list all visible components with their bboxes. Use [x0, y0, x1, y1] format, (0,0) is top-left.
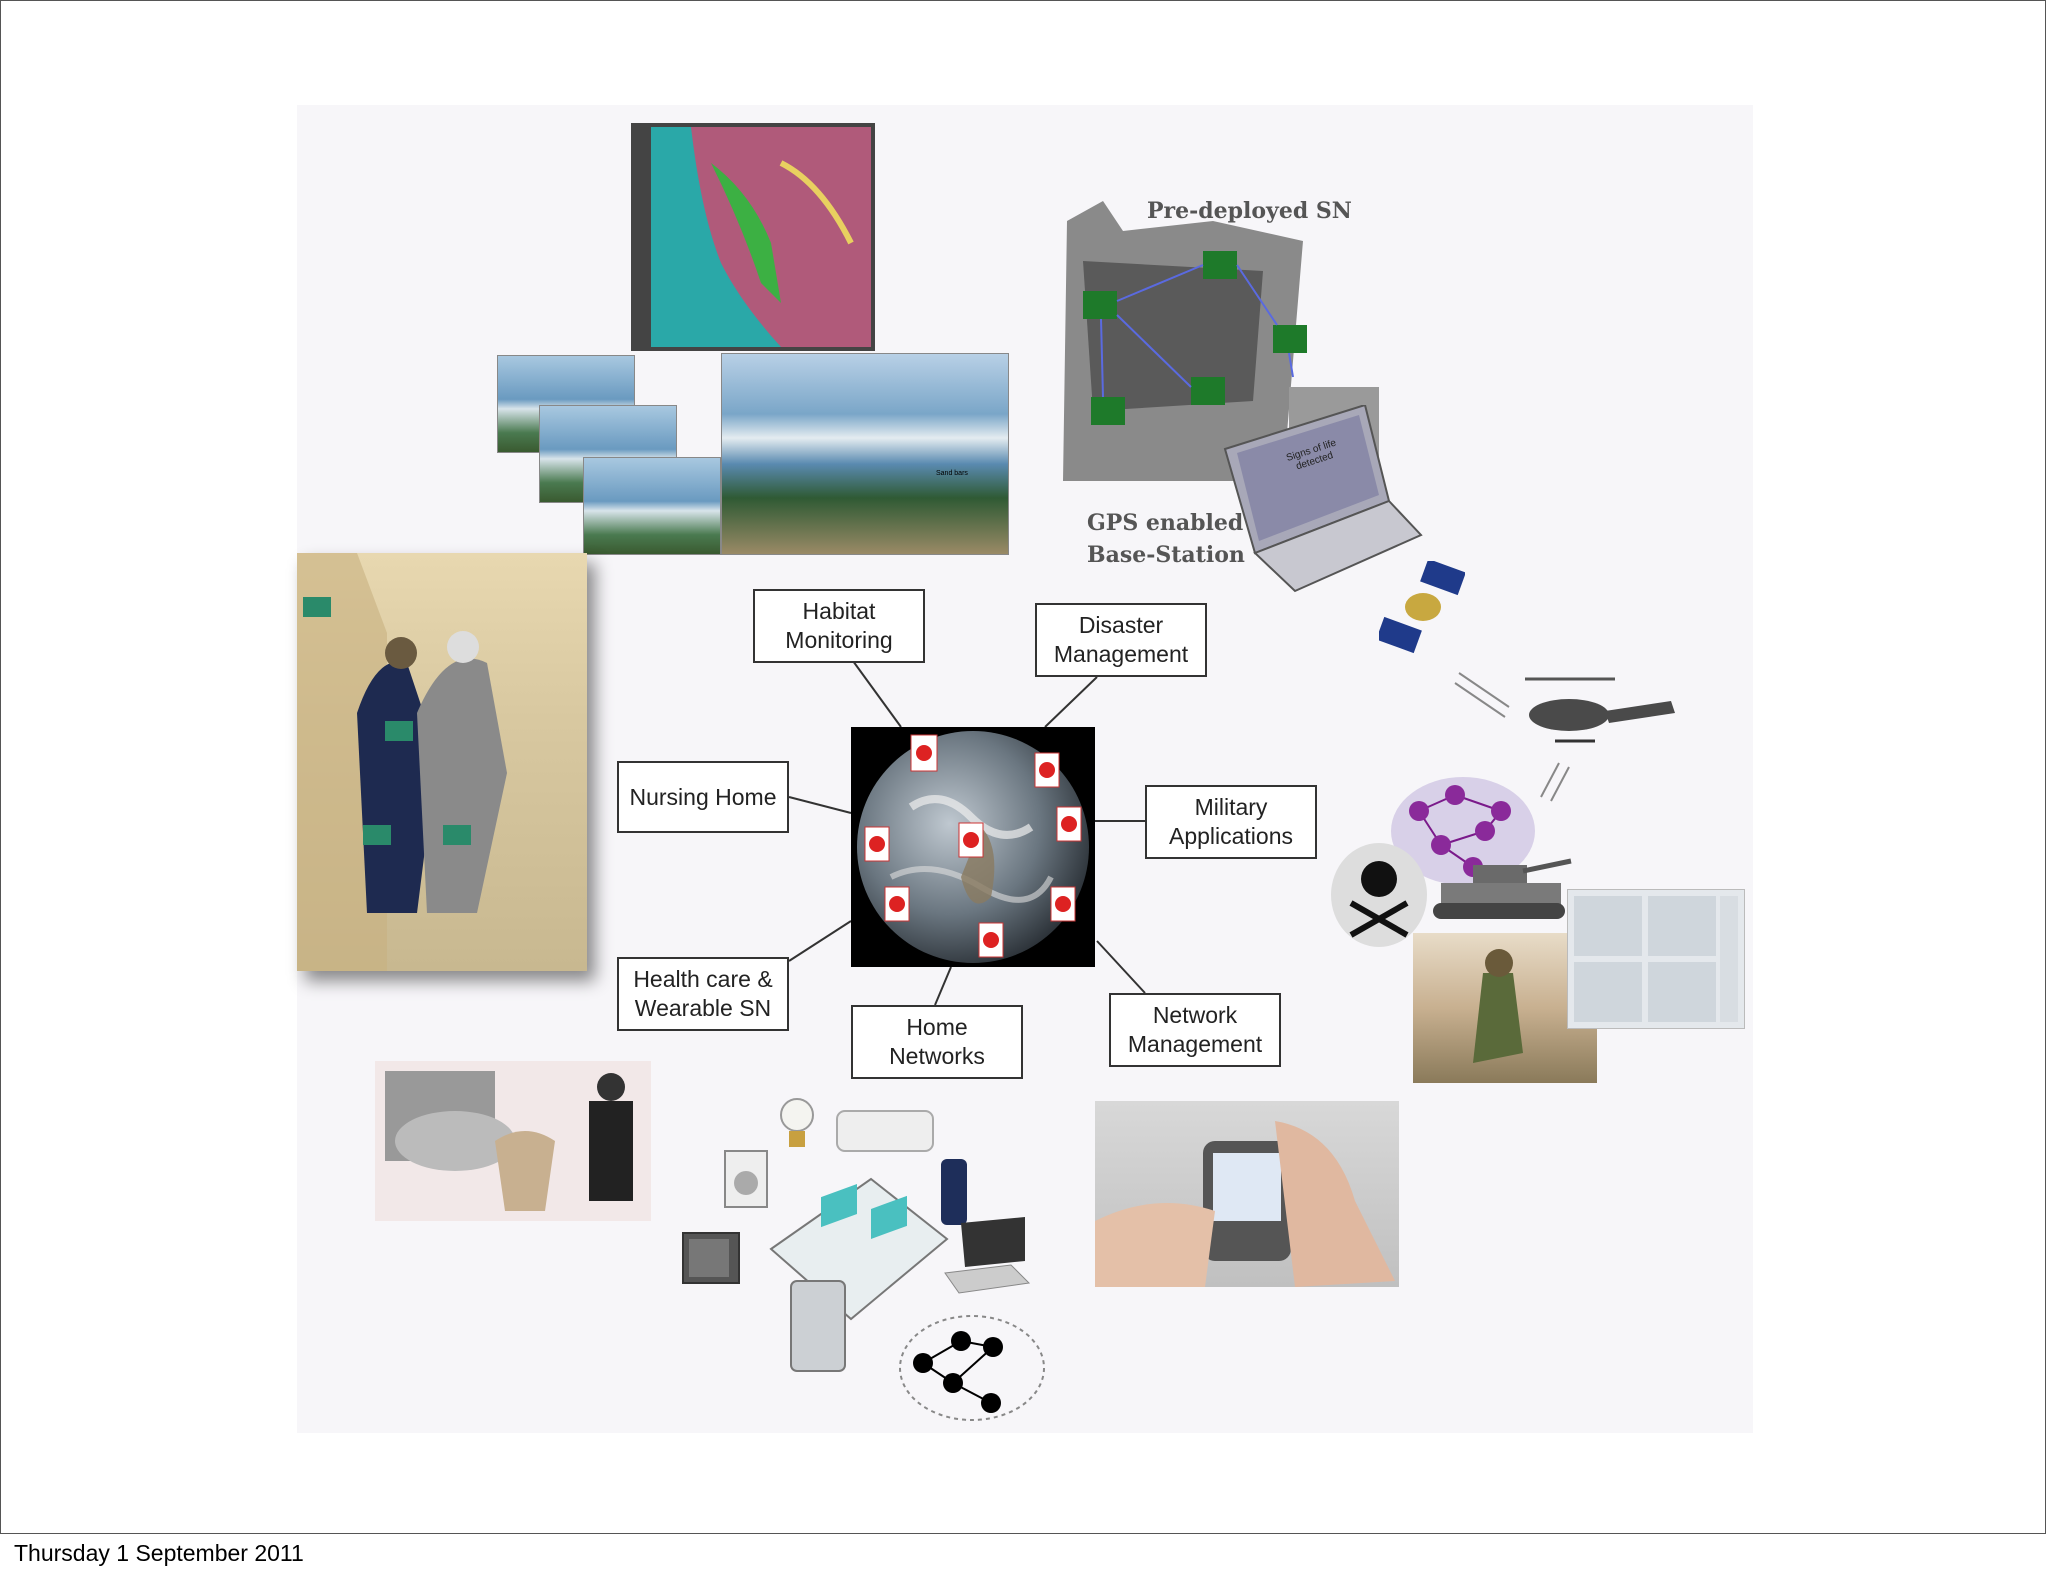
helicopter-icon: [1525, 677, 1675, 743]
nursing-home-photo: [297, 553, 587, 971]
earth-globe-icon: [851, 727, 1095, 967]
tv-icon: [682, 1232, 740, 1284]
nursing-home-box: Nursing Home: [617, 761, 789, 833]
laptop-icon: [944, 1217, 1031, 1294]
monitoring-screens-image: [1567, 889, 1745, 1029]
health-care-photo: [375, 1061, 651, 1221]
network-management-box: Network Management: [1109, 993, 1281, 1067]
connector-lines: [788, 660, 1146, 1006]
skull-crossbones-icon: [1331, 843, 1427, 947]
refrigerator-icon: [790, 1280, 846, 1372]
collapsed-building-image: [1063, 201, 1381, 483]
pre-deployed-sn-label: Pre-deployed SN: [1147, 198, 1352, 224]
sensor-network-cloud-icon: [1391, 777, 1535, 885]
tank-icon: [1433, 858, 1572, 919]
washing-machine-icon: [724, 1150, 768, 1208]
comm-arrows: [1454, 672, 1570, 802]
pda-handheld-photo: [1095, 1101, 1399, 1287]
laptop-base-station-image: Signs of life detected: [1215, 405, 1425, 595]
slide-frame: Habitat Monitoring Disaster Management N…: [0, 0, 2046, 1534]
sand-bars-label: Sand bars: [936, 470, 968, 477]
military-applications-box: Military Applications: [1145, 785, 1317, 859]
home-networks-box: Home Networks: [851, 1005, 1023, 1079]
air-conditioner-icon: [836, 1110, 934, 1152]
mobile-phone-icon: [941, 1159, 967, 1225]
health-care-box: Health care & Wearable SN: [617, 957, 789, 1031]
satellite-icon: [1379, 561, 1465, 654]
footer-date: Thursday 1 September 2011: [14, 1540, 304, 1566]
disaster-management-box: Disaster Management: [1035, 603, 1207, 677]
coast-photo-small-3: [583, 457, 721, 555]
gps-base-station-label: GPS enabled Base-Station: [1087, 510, 1245, 568]
light-bulb-icon: [780, 1098, 814, 1147]
soldier-photo: [1413, 933, 1597, 1083]
habitat-monitoring-box: Habitat Monitoring: [753, 589, 925, 663]
coast-photo-large: Sand bars: [721, 353, 1009, 555]
home-network-graph-icon: [899, 1315, 1045, 1421]
terrain-map-image: [631, 123, 875, 351]
